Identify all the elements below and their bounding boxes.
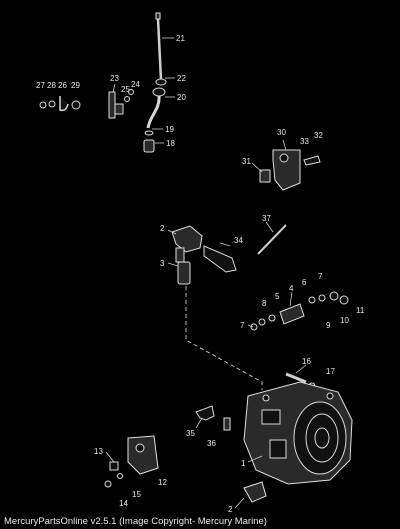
callout-15: 15 <box>132 490 141 499</box>
callout-17: 17 <box>326 367 335 376</box>
callout-29: 29 <box>71 81 80 90</box>
callout-33: 33 <box>300 137 309 146</box>
callout-1: 1 <box>241 459 246 468</box>
transmission-housing-1 <box>243 381 353 485</box>
callout-27: 27 <box>36 81 45 90</box>
callout-24: 24 <box>131 80 140 89</box>
callout-4: 4 <box>289 284 294 293</box>
callout-34: 34 <box>234 236 243 245</box>
callout-labels: 21 22 20 19 18 23 24 25 27 28 26 29 30 3… <box>36 34 365 514</box>
callout-37: 37 <box>262 214 271 223</box>
elbow-fitting-group <box>167 225 237 285</box>
callout-18: 18 <box>166 139 175 148</box>
linkage-group-4-11 <box>247 291 349 331</box>
callout-30: 30 <box>277 128 286 137</box>
callout-7-left: 7 <box>240 321 245 330</box>
callout-20: 20 <box>177 93 186 102</box>
callout-3: 3 <box>160 259 165 268</box>
callout-13: 13 <box>94 447 103 456</box>
callout-28: 28 <box>47 81 56 90</box>
clip-group-26-29 <box>39 96 81 112</box>
callout-16: 16 <box>302 357 311 366</box>
callout-19: 19 <box>165 125 174 134</box>
callout-26: 26 <box>58 81 67 90</box>
callout-22: 22 <box>177 74 186 83</box>
cable-37 <box>257 221 287 255</box>
callout-8: 8 <box>262 299 267 308</box>
callout-5: 5 <box>275 292 280 301</box>
callout-2-bottom: 2 <box>228 505 233 514</box>
dipstick-assembly <box>143 12 175 153</box>
callout-31: 31 <box>242 157 251 166</box>
bracket-group-12-15 <box>104 435 159 488</box>
clip-35-36 <box>195 405 231 431</box>
callout-2-top: 2 <box>160 224 165 233</box>
callout-14: 14 <box>119 499 128 508</box>
copyright-footer: MercuryPartsOnline v2.5.1 (Image Copyrig… <box>4 516 267 527</box>
callout-6: 6 <box>302 278 307 287</box>
callout-32: 32 <box>314 131 323 140</box>
fitting-2-bottom <box>234 481 267 509</box>
hose-path-dashed <box>185 286 263 390</box>
callout-35: 35 <box>186 429 195 438</box>
callout-11: 11 <box>356 306 365 315</box>
callout-7-right: 7 <box>318 272 323 281</box>
bracket-group-23-25 <box>108 83 134 119</box>
mount-bracket-30-33 <box>251 139 321 191</box>
callout-9: 9 <box>326 321 331 330</box>
callout-12: 12 <box>158 478 167 487</box>
callout-21: 21 <box>176 34 185 43</box>
callout-23: 23 <box>110 74 119 83</box>
callout-10: 10 <box>340 316 349 325</box>
callout-25: 25 <box>121 85 130 94</box>
callout-36: 36 <box>207 439 216 448</box>
